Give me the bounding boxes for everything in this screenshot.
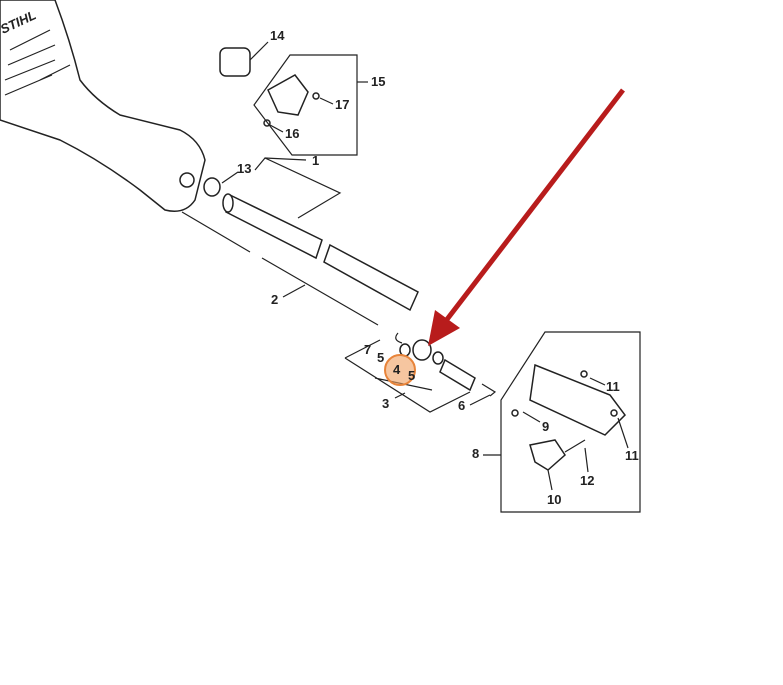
callout-12: 12	[580, 473, 594, 488]
callout-8: 8	[472, 446, 479, 461]
callout-16: 16	[285, 126, 299, 141]
callout-11-lower: 11	[625, 448, 639, 463]
nut-part	[312, 92, 320, 100]
handle-support-part	[267, 74, 309, 116]
callout-9: 9	[542, 419, 549, 434]
callout-15: 15	[371, 74, 385, 89]
callout-2: 2	[271, 292, 278, 307]
clamp-part	[219, 47, 251, 77]
callout-lines	[221, 41, 641, 513]
callout-5-lower: 5	[408, 368, 415, 383]
callout-7: 7	[364, 342, 371, 357]
callout-14: 14	[270, 28, 285, 43]
callout-5: 5	[377, 350, 384, 365]
callout-17: 17	[335, 97, 349, 112]
bearing-parts	[395, 332, 497, 397]
bushing-part	[203, 177, 221, 197]
highlight-circle	[384, 354, 416, 386]
callout-11: 11	[606, 379, 620, 394]
callout-10: 10	[547, 492, 561, 507]
callout-13: 13	[237, 161, 251, 176]
callout-4-highlighted: 4	[393, 362, 401, 377]
tube-mount-part	[511, 363, 626, 471]
engine-housing: STIHL	[0, 0, 206, 212]
callout-3: 3	[382, 396, 389, 411]
callout-6: 6	[458, 398, 465, 413]
drive-tube-part	[222, 193, 419, 312]
drive-shaft-part	[181, 211, 379, 326]
red-arrow-icon	[428, 88, 625, 346]
callout-1: 1	[312, 153, 319, 168]
